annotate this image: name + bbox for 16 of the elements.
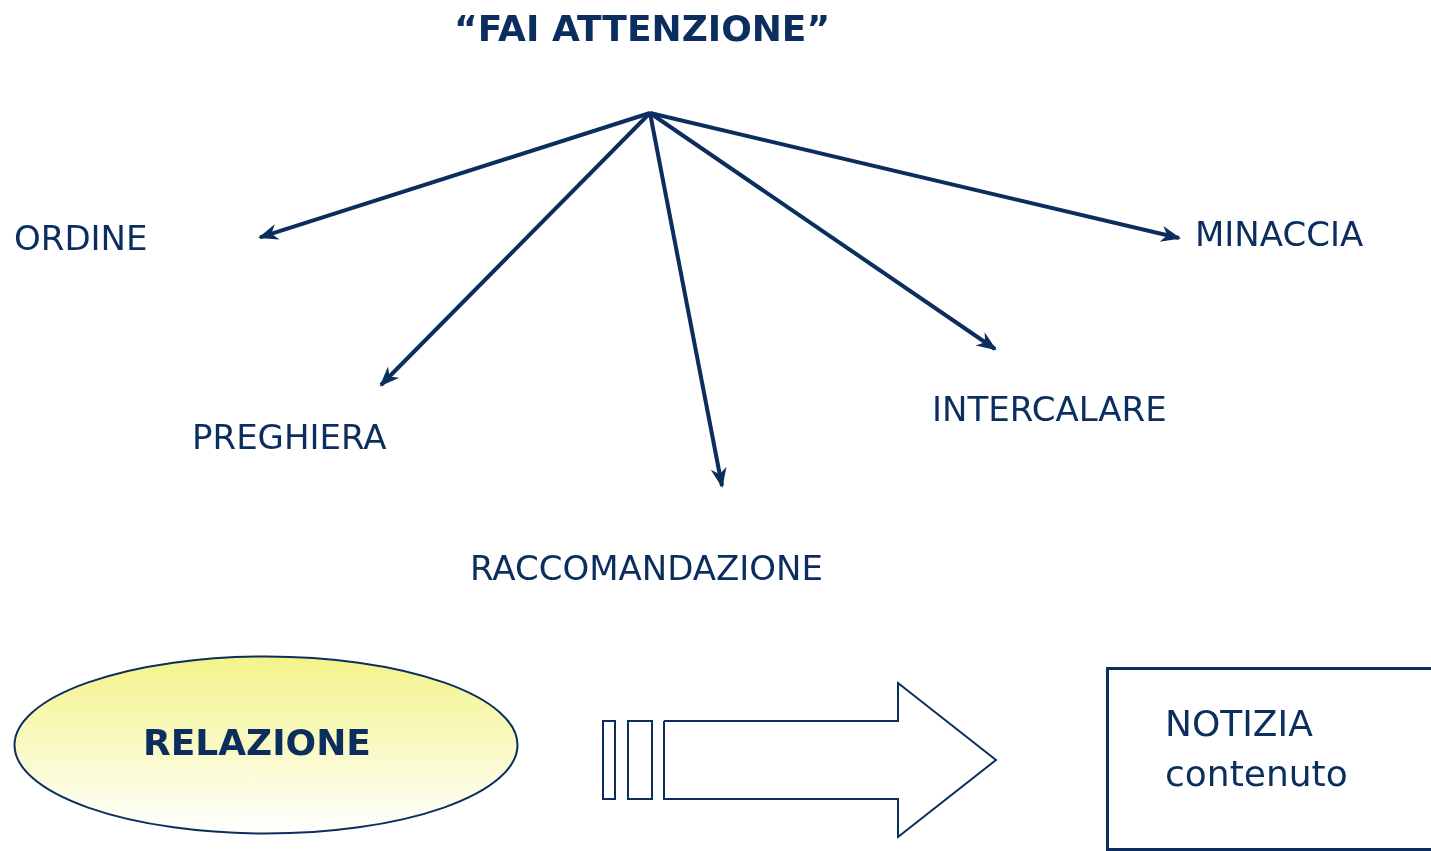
arrow [258,111,651,240]
branch-label: ORDINE [14,218,148,258]
arrow [648,111,997,351]
node-text: NOTIZIA [1165,704,1313,744]
ellipse-node [13,655,519,835]
rectangle-node [1106,667,1431,851]
node-text: contenuto [1165,754,1348,794]
branch-label: INTERCALARE [932,389,1167,429]
branch-label: RACCOMANDAZIONE [470,548,823,588]
title-text: “FAI ATTENZIONE” [454,9,831,49]
arrow [649,111,1181,242]
branch-label: MINACCIA [1195,214,1364,254]
arrow [379,111,652,387]
branch-label: PREGHIERA [192,417,387,457]
arrow [648,112,727,488]
node-text: RELAZIONE [143,723,371,763]
